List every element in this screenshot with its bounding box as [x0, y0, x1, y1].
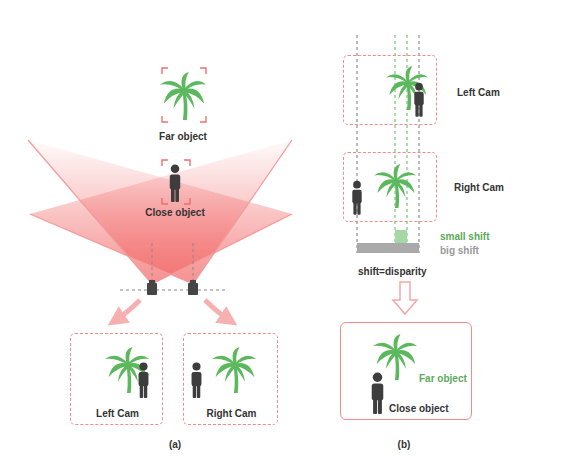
cone-edge [152, 214, 292, 284]
guide-line [419, 35, 420, 253]
panel-label: (a) [155, 439, 195, 451]
person [139, 362, 149, 398]
far-palm-tree [160, 72, 206, 120]
guide-line [407, 35, 408, 243]
depth-result-box: Far objectClose object [340, 322, 472, 420]
person [414, 83, 423, 117]
view-arrow [116, 300, 140, 320]
shift-label: small shift [440, 231, 489, 243]
right-view-cone [30, 140, 292, 284]
baseline [120, 290, 228, 291]
cone-edge [30, 214, 193, 284]
cone-edge [193, 140, 292, 284]
box-title: Right Cam [184, 408, 279, 420]
big-shift-bar [357, 243, 419, 253]
focus-brackets [162, 160, 190, 204]
person [192, 362, 202, 398]
focus-brackets [162, 68, 206, 122]
equation-label: shift=disparity [358, 266, 427, 278]
person [352, 181, 361, 215]
palm-tree [374, 164, 416, 208]
down-arrow [393, 282, 417, 314]
cone-edge [28, 140, 152, 284]
box-title: Left Cam [71, 408, 164, 420]
right-camera [188, 280, 198, 295]
left-camera [147, 280, 157, 295]
box-text: Close object [389, 403, 448, 415]
camera-view-box: Left Cam [343, 55, 437, 125]
panel-label: (b) [384, 439, 424, 451]
small-shift-bar [395, 230, 407, 243]
palm-tree [212, 347, 256, 393]
camera-view-box: Left Cam [70, 333, 163, 425]
camera-view-box: Right Cam [343, 152, 437, 222]
box-title: Far object [419, 373, 467, 385]
camera-view-box: Right Cam [183, 333, 278, 425]
object-label: Close object [125, 207, 225, 219]
guide-line [357, 35, 358, 253]
box-title: Left Cam [457, 87, 500, 99]
box-title: Right Cam [454, 182, 504, 194]
guide-line [193, 243, 194, 283]
person [372, 373, 384, 414]
shift-label: big shift [440, 245, 479, 257]
close-person [170, 164, 180, 202]
object-label: Far object [133, 131, 233, 143]
guide-line [152, 243, 153, 283]
view-arrow [205, 300, 229, 320]
left-view-cone [28, 140, 292, 284]
guide-line [395, 35, 396, 243]
